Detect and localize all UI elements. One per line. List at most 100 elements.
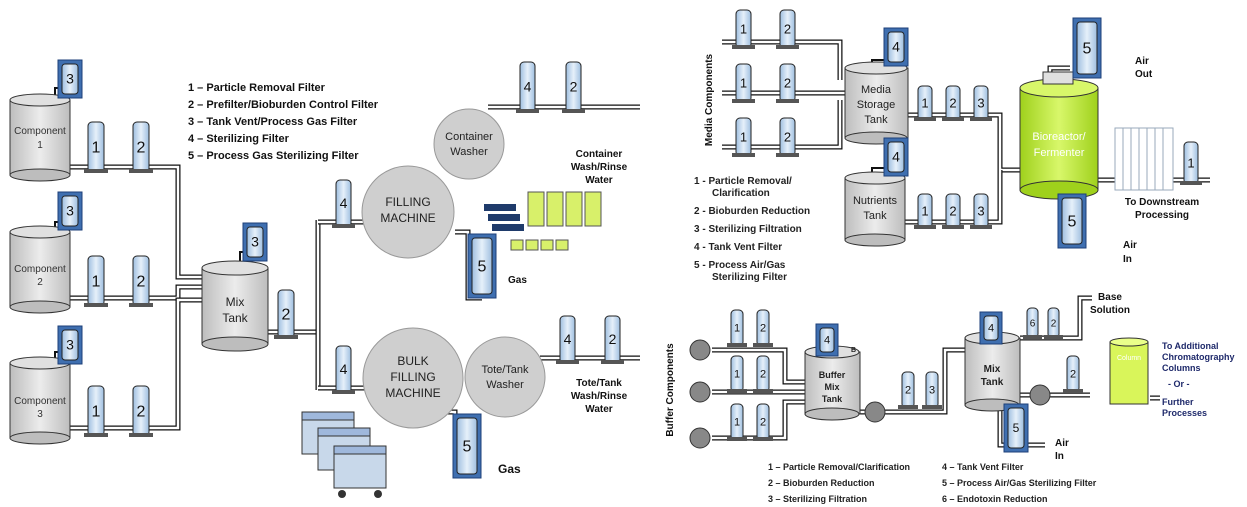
vent-filter-4: 4: [883, 137, 909, 177]
container-bottles: [484, 191, 602, 251]
vent-filter-5: 5: [452, 413, 482, 479]
component-3-number: 3: [37, 409, 43, 420]
depth-filter-stack: [1114, 127, 1174, 191]
filter-number: 2: [760, 323, 766, 335]
filter-number: 6: [1030, 318, 1036, 329]
filter-cartridge-1: 1: [732, 117, 755, 157]
filter-number: 1: [740, 75, 747, 90]
filter-cartridge-2: 2: [776, 9, 799, 49]
top-right-legend: 1 - Particle Removal/ Clarification 2 - …: [694, 176, 810, 283]
buffer-components-side-label: Buffer Components: [665, 343, 676, 437]
vent-filter-3: 3: [242, 222, 268, 262]
filter-number: 2: [137, 139, 146, 156]
vent-filter-3: 3: [57, 191, 83, 231]
bottom-right-pipes: [712, 295, 1160, 448]
filter-cartridge-2: 2: [942, 193, 964, 229]
filter-cartridge-1: 1: [732, 9, 755, 49]
filter-cartridge-1: 1: [84, 385, 108, 437]
component-1-label: Component: [14, 126, 66, 137]
bulk-filling-machine-label-3: MACHINE: [385, 386, 440, 400]
filter-cartridge-2: 2: [601, 315, 624, 364]
left-mix-tank: [201, 260, 269, 352]
bulk-filling-machine-label-2: FILLING: [390, 370, 435, 384]
vent-filter-3: 3: [57, 325, 83, 365]
vent-filter-5: 5: [1072, 17, 1102, 79]
left-mix-tank-label-2: Tank: [222, 311, 248, 325]
base-solution-label-2: Solution: [1090, 305, 1130, 316]
filter-cartridge-2: 2: [129, 385, 153, 437]
filter-cartridge-6: 6: [1023, 307, 1042, 339]
filter-cartridge-2: 2: [1063, 355, 1083, 393]
vent-filter-5: 5: [1003, 403, 1029, 453]
filter-cartridge-3: 3: [970, 193, 992, 229]
filter-number: 4: [564, 331, 572, 347]
further-line-2: Processes: [1162, 408, 1207, 418]
br-legend-left-1: 1 – Particle Removal/Clarification: [768, 462, 910, 472]
bioreactor-label-2: Fermenter: [1034, 147, 1085, 159]
filter-cartridge-2: 2: [1044, 307, 1063, 339]
left-legend-item-2: 2 – Prefilter/Bioburden Control Filter: [188, 99, 379, 111]
vent-filter-5: 5: [467, 233, 497, 299]
container-washer: [433, 108, 505, 180]
top-air-in-label-1: Air: [1123, 240, 1137, 251]
media-tank-label-1: Media: [861, 84, 892, 96]
filter-number: 2: [570, 79, 578, 95]
vent-filter-number: 5: [463, 438, 472, 455]
filter-number: 2: [1070, 369, 1076, 381]
filter-number: 2: [609, 331, 617, 347]
container-water-label-3: Water: [585, 175, 613, 186]
vent-filter-5: 5: [1057, 193, 1087, 249]
filter-number: 2: [760, 369, 766, 381]
base-solution-label-1: Base: [1098, 292, 1122, 303]
filter-cartridge-2: 2: [942, 85, 964, 121]
filter-cartridge-1: 1: [727, 355, 747, 393]
filter-number: 1: [740, 129, 747, 144]
vent-filter-number: 3: [66, 203, 74, 219]
filter-cartridge-3: 3: [922, 371, 942, 409]
filter-number: 2: [282, 306, 291, 323]
buffer-mix-tank-label-2: Mix: [824, 382, 839, 392]
container-water-label-1: Container: [576, 149, 623, 160]
filter-number: 4: [340, 195, 348, 211]
tr-legend-3: 3 - Sterilizing Filtration: [694, 224, 802, 235]
br-legend-left-2: 2 – Bioburden Reduction: [768, 478, 875, 488]
filter-number: 2: [905, 385, 911, 397]
tote-carts: [301, 411, 387, 498]
bottom-mix-tank-label-1: Mix: [984, 364, 1001, 375]
filter-cartridge-1: 1: [84, 121, 108, 173]
tote-washer-label-1: Tote/Tank: [481, 364, 529, 376]
media-components-side-label: Media Components: [704, 53, 715, 146]
nutrients-tank: [844, 171, 906, 247]
filter-number: 1: [921, 203, 928, 218]
vent-filter-4: 4: [979, 311, 1003, 345]
component-2-label: Component: [14, 264, 66, 275]
filter-number: 2: [949, 95, 956, 110]
filter-cartridge-2: 2: [753, 403, 773, 441]
bottom-mix-tank: [964, 331, 1021, 412]
filter-cartridge-1: 1: [732, 63, 755, 103]
media-tank-label-3: Tank: [864, 114, 888, 126]
filter-cartridge-2: 2: [274, 289, 298, 339]
tote-water-label-2: Wash/Rinse: [571, 391, 628, 402]
filter-number: 2: [137, 403, 146, 420]
filter-number: 1: [92, 273, 101, 290]
nutrients-tank-label-1: Nutrients: [853, 195, 898, 207]
vent-filter-4: 4: [815, 323, 839, 357]
tote-washer-label-2: Washer: [486, 379, 524, 391]
br-legend-right-1: 4 – Tank Vent Filter: [942, 462, 1024, 472]
tote-water-label-1: Tote/Tank: [576, 378, 622, 389]
filling-machine-label-2: MACHINE: [380, 211, 435, 225]
chromatography-column: [1109, 337, 1149, 405]
filling-machine: [361, 165, 455, 259]
left-legend: 1 – Particle Removal Filter 2 – Prefilte…: [188, 82, 379, 162]
filter-number: 1: [734, 417, 740, 429]
air-out-label-1: Air: [1135, 56, 1149, 67]
filter-number: 2: [137, 273, 146, 290]
left-legend-item-5: 5 – Process Gas Sterilizing Filter: [188, 150, 359, 162]
component-3-tank: [9, 356, 71, 445]
left-legend-item-4: 4 – Sterilizing Filter: [188, 133, 290, 145]
filter-number: 2: [784, 21, 791, 36]
filter-cartridge-1: 1: [914, 85, 936, 121]
